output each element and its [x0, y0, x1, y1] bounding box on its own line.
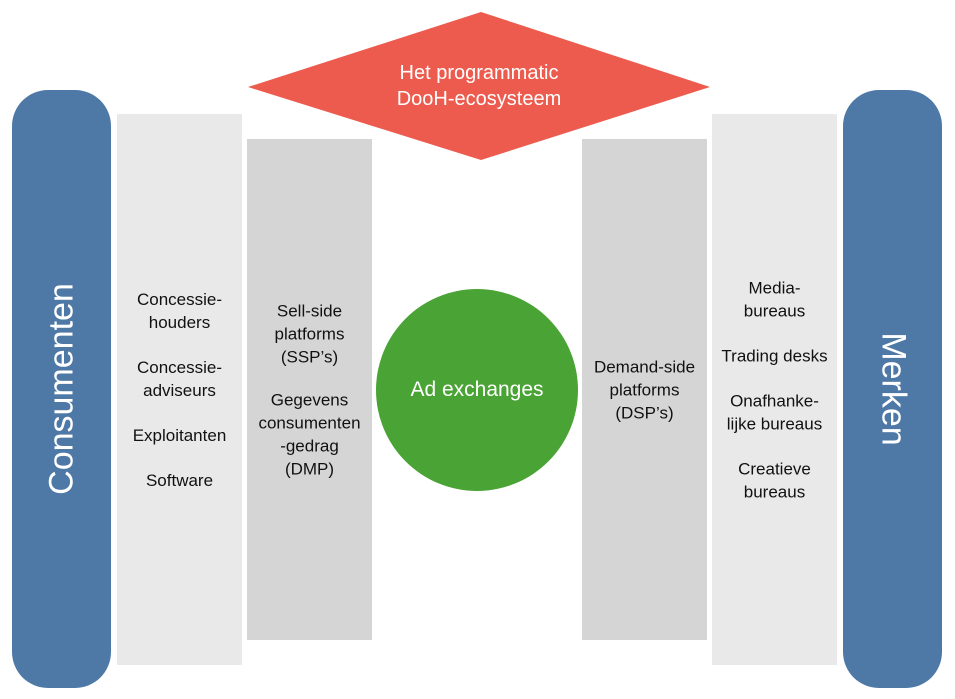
- ad-exchanges-circle: Ad exchanges: [376, 289, 578, 491]
- list-item: Demand-side platforms (DSP’s): [593, 357, 696, 422]
- list-item: Concessie- houders: [136, 289, 223, 332]
- supply-actors-column: Concessie- houders Concessie- adviseurs …: [117, 114, 242, 665]
- list-item: Trading desks: [721, 346, 828, 365]
- brands-label: Merken: [874, 332, 912, 446]
- list-item: Media- bureaus: [743, 278, 806, 320]
- brands-pillar: Merken: [843, 90, 942, 688]
- list-item: Gegevens consumenten -gedrag (DMP): [258, 390, 361, 478]
- list-item: Creatieve bureaus: [738, 459, 811, 501]
- list-item: Software: [145, 470, 214, 490]
- consumers-pillar: Consumenten: [12, 90, 111, 688]
- demand-platforms-column: Demand-side platforms (DSP’s): [582, 139, 707, 640]
- list-item: Sell-side platforms (SSP’s): [274, 301, 345, 366]
- list-item: Exploitanten: [132, 425, 227, 445]
- list-item: Concessie- adviseurs: [136, 357, 223, 400]
- supply-actors-list: Concessie- houders Concessie- adviseurs …: [117, 288, 242, 492]
- demand-platforms-list: Demand-side platforms (DSP’s): [582, 355, 707, 424]
- demand-actors-column: Media- bureaus Trading desks Onafhanke- …: [712, 114, 837, 665]
- diagram-title: Het programmatic DooH-ecosysteem: [396, 62, 562, 110]
- supply-platforms-list: Sell-side platforms (SSP’s) Gegevens con…: [247, 299, 372, 480]
- consumers-label: Consumenten: [42, 283, 80, 495]
- list-item: Onafhanke- lijke bureaus: [726, 391, 823, 433]
- title-diamond: Het programmatic DooH-ecosysteem: [248, 12, 710, 160]
- supply-platforms-column: Sell-side platforms (SSP’s) Gegevens con…: [247, 139, 372, 640]
- diamond-shape: [248, 12, 710, 160]
- demand-actors-list: Media- bureaus Trading desks Onafhanke- …: [712, 276, 837, 503]
- ad-exchanges-label: Ad exchanges: [410, 378, 544, 401]
